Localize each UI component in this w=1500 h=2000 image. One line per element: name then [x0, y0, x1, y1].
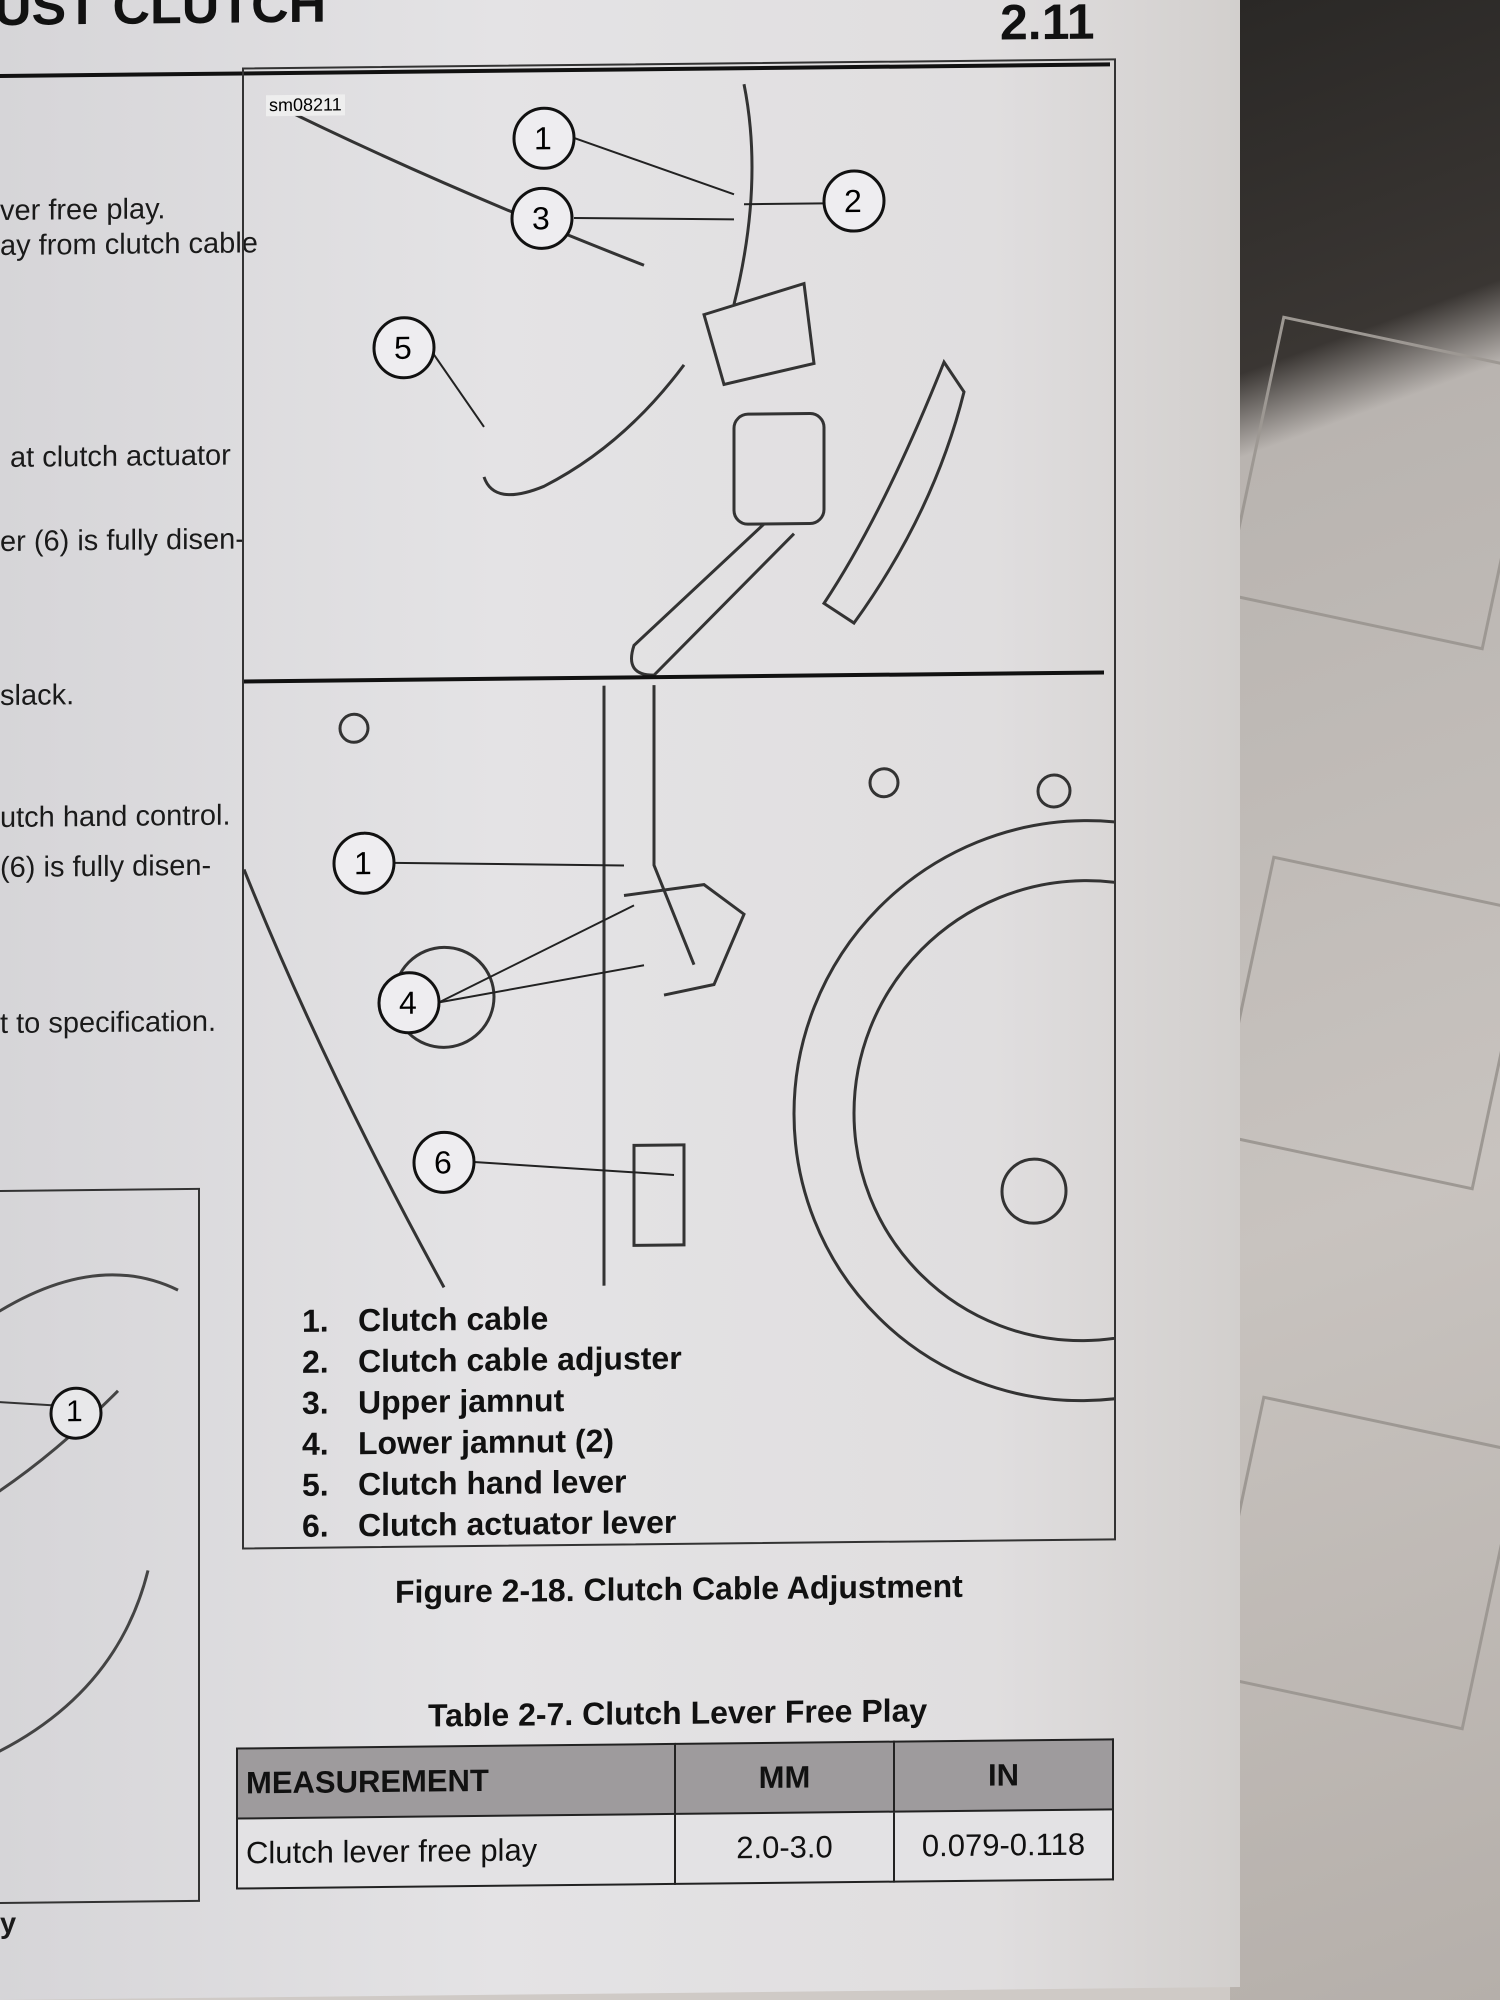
legend-item: 6. Clutch actuator lever [302, 1502, 682, 1547]
header-mm: MM [675, 1741, 894, 1814]
body-line: ver free play. [0, 193, 166, 227]
callout-1-upper: 1 [534, 120, 552, 157]
body-line: at clutch actuator [10, 439, 231, 474]
table-row: Clutch lever free play 2.0-3.0 0.079-0.1… [237, 1809, 1113, 1889]
legend-item: 3. Upper jamnut [302, 1379, 682, 1424]
legend-text: Clutch cable adjuster [358, 1339, 682, 1380]
left-figure-callout: 1 [66, 1395, 83, 1429]
legend-number: 4. [302, 1425, 329, 1462]
callout-5: 5 [394, 329, 412, 366]
body-line: er (6) is fully disen- [0, 523, 245, 558]
legend-number: 2. [302, 1343, 329, 1380]
floor-tile [1223, 315, 1500, 651]
legend-item: 5. Clutch hand lever [302, 1461, 682, 1506]
header-measurement: MEASUREMENT [237, 1743, 675, 1819]
figure-caption: Figure 2-18. Clutch Cable Adjustment [395, 1567, 963, 1610]
floor-background [1203, 0, 1500, 2000]
cell-in: 0.079-0.118 [894, 1809, 1113, 1882]
callout-3: 3 [532, 200, 550, 237]
cell-measurement: Clutch lever free play [237, 1813, 675, 1889]
legend-number: 6. [302, 1507, 329, 1544]
body-line: (6) is fully disen- [0, 849, 212, 884]
free-play-table: MEASUREMENT MM IN Clutch lever free play… [236, 1738, 1114, 1889]
body-line: utch hand control. [0, 799, 231, 834]
legend-text: Upper jamnut [358, 1382, 565, 1421]
legend-text: Clutch actuator lever [358, 1503, 677, 1544]
legend-item: 4. Lower jamnut (2) [302, 1420, 682, 1465]
callout-2: 2 [844, 182, 862, 220]
body-line: slack. [0, 679, 75, 712]
legend-number: 1. [302, 1302, 329, 1339]
legend-item: 1. Clutch cable [302, 1297, 682, 1342]
footer-fragment: y [0, 1907, 17, 1940]
legend-item: 2. Clutch cable adjuster [302, 1338, 682, 1383]
callout-6: 6 [434, 1144, 452, 1181]
floor-tile [1213, 855, 1500, 1191]
cell-mm: 2.0-3.0 [675, 1811, 894, 1884]
legend-text: Lower jamnut (2) [358, 1422, 615, 1462]
legend-number: 3. [302, 1384, 329, 1421]
left-figure: 1 [0, 1187, 200, 1905]
table-title: Table 2-7. Clutch Lever Free Play [428, 1692, 928, 1734]
clutch-illustration [244, 83, 1114, 1403]
legend-number: 5. [302, 1466, 329, 1503]
callout-4: 4 [399, 984, 417, 1021]
body-line: t to specification. [0, 1005, 216, 1040]
floor-tile [1203, 1395, 1500, 1731]
left-figure-illustration [0, 1273, 179, 1754]
figure-frame: sm08211 1 2 3 5 1 4 6 1. Clutch cable 2. C… [242, 58, 1116, 1550]
callout-1-lower: 1 [354, 845, 372, 882]
figure-legend: 1. Clutch cable 2. Clutch cable adjuster 3… [302, 1297, 682, 1547]
table-header-row: MEASUREMENT MM IN [237, 1739, 1113, 1819]
section-heading: UST CLUTCH [0, 0, 327, 38]
header-in: IN [894, 1739, 1113, 1812]
section-number: 2.11 [1000, 0, 1095, 51]
body-line: ay from clutch cable [0, 227, 258, 262]
figure-id-label: sm08211 [266, 94, 345, 117]
legend-text: Clutch hand lever [358, 1463, 627, 1503]
legend-text: Clutch cable [358, 1300, 549, 1339]
manual-page: UST CLUTCH 2.11 ver free play. ay from c… [0, 0, 1240, 2000]
